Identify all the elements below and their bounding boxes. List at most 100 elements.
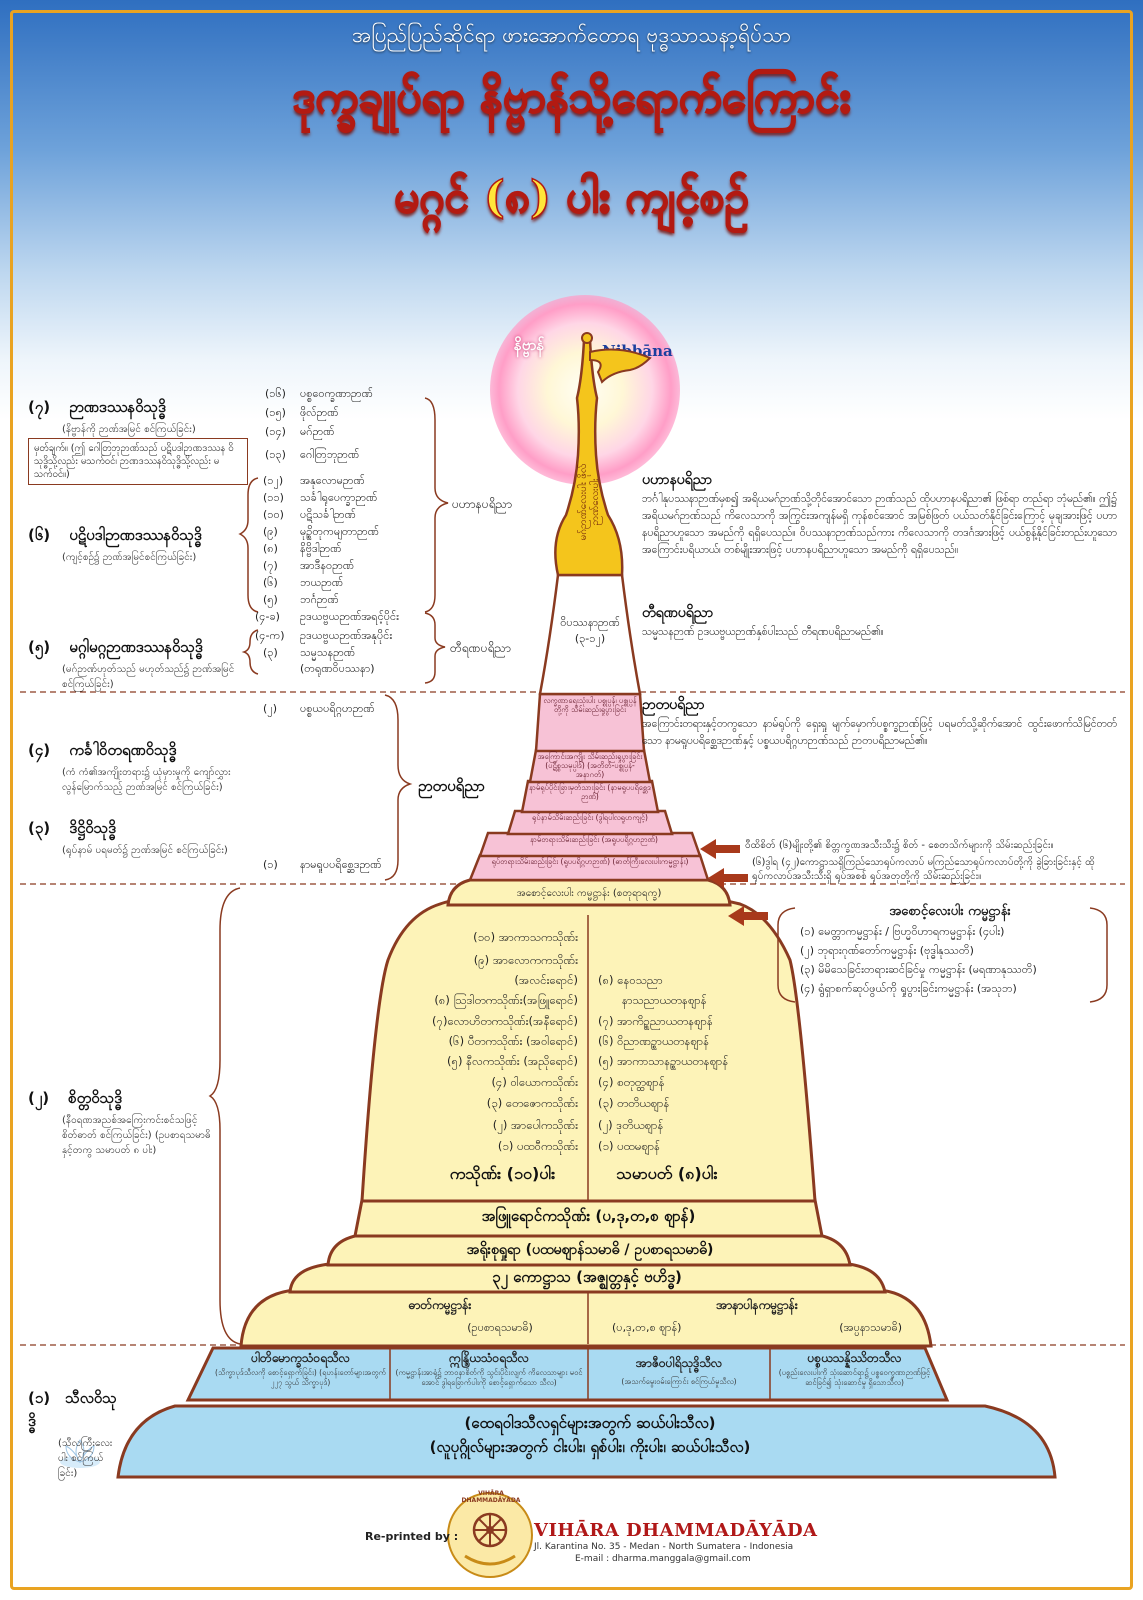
- insight-num: (၁၅): [265, 406, 286, 419]
- insight-num: (၁): [263, 858, 278, 871]
- samapatti-item: (၂) ဒုတိယဈာန်: [598, 1118, 664, 1132]
- lotus-icon: [60, 1439, 100, 1468]
- sila-ajiva: အာဇီဝပါရိသုဒ္ဓိသီလ (အသက်မွေးဝမ်းကြောင်း …: [590, 1355, 768, 1387]
- insight-num: (၁၀): [263, 508, 284, 521]
- sila-desc: (ပစ္စည်းလေးပါးကို သုံးဆောင်ရာ၌ ပစ္စဝေက္ခ…: [778, 1368, 931, 1387]
- stage-name: သီလဝိသုဒ္ဓိ: [28, 1389, 117, 1430]
- base-left-sub: (ဥပစာရသမာဓိ): [467, 1321, 533, 1334]
- kasina-header: ကသိုဏ်း (၁၀)ပါး: [449, 1164, 556, 1183]
- guardians-tier-label: အစောင့်လေးပါး ကမ္မဋ္ဌာန်း (စတုရာရက္ခ): [516, 888, 662, 899]
- stage-7: (၇) ဉာဏဒဿနဝိသုဒ္ဓိ (နိဗ္ဗာန်ကို ဉာဏ်အမြင…: [28, 397, 196, 437]
- stage-desc: (ရုပ်နာမ် ပရမတ်၌ ဉာဏ်အမြင် စင်ကြယ်ခြင်း): [62, 845, 228, 856]
- section-title: ဉာတပရိညာ: [642, 697, 705, 713]
- stage-num: (၆): [28, 526, 51, 544]
- kasina-item: (၁၀) အာကာသကသိုဏ်း: [473, 930, 578, 944]
- insight-label: ပစ္စဝေက္ခဏာဉာဏ်: [300, 387, 373, 400]
- insight-num: (၉): [263, 525, 278, 538]
- stage-3: (၃) ဒိဋ္ဌိဝိသုဒ္ဓိ (ရုပ်နာမ် ပရမတ်၌ ဉာဏ်…: [28, 818, 243, 858]
- nibbana-label-my: နိဗ္ဗာန်: [514, 336, 545, 354]
- vipassana-label: ဝိပဿနာဉာဏ် (၃-၁၂): [560, 616, 620, 645]
- guardians-title: အစောင့်လေးပါး ကမ္မဋ္ဌာန်း: [889, 904, 1011, 919]
- base-right-sub2: (အပ္ပနာသမာဓိ): [839, 1321, 902, 1334]
- section-text: သမ္မသနဉာဏ် ဥဒယဗ္ဗယဉာဏ်နှစ်ပါးသည် တီရဏပရိ…: [642, 626, 884, 638]
- insight-num: (၃): [263, 646, 278, 659]
- insight-label: ဖိုလ်ဉာဏ်: [300, 406, 339, 419]
- stage-desc: (ကံ ကံ၏အကျိုးတရား၌ ယုံမှားမှုကို ကျော်လွ…: [62, 767, 231, 793]
- arrow-note-2: (၆)ဒွါရ (၄၂)ကောဋ္ဌာသရှိကြည်သောရုပ်ကလာပ် …: [752, 857, 1095, 882]
- sila-desc: (အသက်မွေးဝမ်းကြောင်း စင်ကြယ်မှုသီလ): [621, 1377, 737, 1386]
- guardian-item: (၂) ဘုရားဂုဏ်တော်ကမ္မဋ္ဌာန်း (ဗုဒ္ဓါနုဿတ…: [800, 944, 974, 957]
- samapatti-header: သမာပတ် (၈)ပါး: [616, 1164, 718, 1183]
- section-text: ဘင်္ဂါနုပဿနာဉာဏ်မှစ၍ အရိယမဂ်ဉာဏ်သို့တိုင…: [642, 493, 1117, 556]
- org-name: VIHĀRA DHAMMADĀYĀDA: [534, 1520, 818, 1541]
- insight-label: ပစ္စယပရိဂ္ဂဟဉာဏ်: [300, 702, 375, 715]
- sila-base: [116, 1404, 1057, 1479]
- insight-num: (၆): [263, 576, 278, 589]
- stage-num: (၃): [28, 819, 51, 837]
- org-email: E-mail : dharma.manggala@gmail.com: [575, 1554, 751, 1564]
- kasina-item: (၆) ပီတကသိုဏ်း (အဝါရောင်): [448, 1034, 578, 1048]
- stage-name: စိတ္တဝိသုဒ္ဓိ: [68, 1089, 122, 1107]
- sila-desc: (ကမ္မဋ္ဌာန်းအာရုံ၌ ဘာဝနာစိတ်ကို သွင်းပို…: [395, 1368, 583, 1387]
- kasina-item: (၇)လောဟိတကသိုဏ်း(အနီရောင်): [432, 1014, 578, 1028]
- brace-label-nata: ဉာတပရိညာ: [418, 777, 485, 795]
- sila-patimokkha: ပါတိမောက္ခသံဝရသီလ (သိက္ခာပုဒ်သီလကို စောင…: [213, 1350, 388, 1388]
- spire-text: မဂ်ဉာဏ်လေးပါး ဖိုလ်ဉာဏ်လေးပါး: [578, 463, 601, 541]
- section-text: အကြောင်းတရားနှင့်တကွသော နာမ်ရုပ်ကို ရှေး…: [642, 718, 1117, 747]
- stage-num: (၄): [28, 741, 51, 759]
- stage-1: (၁) သီလဝိသုဒ္ဓိ (သီလကြီးလေးပါး စင်ကြယ်ခြ…: [28, 1388, 118, 1481]
- guardians-box: အစောင့်လေးပါး ကမ္မဋ္ဌာန်း (၁) မေတ္တာကမ္မ…: [800, 903, 1100, 998]
- header-title-line2: မဂ္ဂင် (၈) ပါး ကျင့်စဉ်: [393, 171, 749, 224]
- pink-tier-label: ရုပ်တရားသိမ်းဆည်းခြင်း (ရူပပရိဂ္ဂဟဉာဏ်) …: [491, 857, 689, 866]
- insight-num: (၂): [263, 702, 277, 715]
- kasina-item: (၈) ဩဒါတကသိုဏ်း(အဖြူရောင်): [434, 993, 578, 1007]
- insight-label: နာမရူပပရိစ္ဆေဒဉာဏ်: [300, 858, 382, 871]
- insight-num: (၄-ခ): [255, 610, 280, 623]
- stage-4: (၄) ကင်္ခါဝိတရဏဝိသုဒ္ဓိ (ကံ ကံ၏အကျိုးတရာ…: [28, 740, 243, 795]
- tier-32-label: ၃၂ ကောဋ္ဌာသ (အဇ္ဈတ္တနှင့် ဗဟိဒ္ဓ): [492, 1268, 682, 1286]
- section-title: တီရဏပရိညာ: [642, 605, 714, 621]
- logo-ring-text: VIHĀRA DHAMMADĀYĀDA: [461, 1490, 521, 1504]
- kasina-item: (အလင်းရောင်): [514, 973, 578, 987]
- arrow-icon: [708, 868, 748, 888]
- insight-label: ဥဒယဗ္ဗယဉာဏ်အရင့်ပိုင်း: [300, 610, 399, 623]
- stage-name: မဂ္ဂါမဂ္ဂဉာဏဒဿနဝိသုဒ္ဓိ: [69, 638, 203, 656]
- pink-tier-label: နာမ်ရုပ်ပိုင်းခြားမှတ်သားခြင်း (နာမရူပပရ…: [529, 783, 651, 801]
- stage-name: ဒိဋ္ဌိဝိသုဒ္ဓိ: [69, 819, 116, 837]
- brace-label-tirana: တီရဏပရိညာ: [450, 641, 511, 655]
- insight-num: (၁၆): [265, 387, 286, 400]
- insight-num: (၈): [263, 542, 278, 555]
- insight-num: (၁၃): [265, 448, 286, 461]
- stage-num: (၁): [28, 1389, 51, 1407]
- sila-paccaya: ပစ္စယသန္နိဿိတသီလ (ပစ္စည်းလေးပါးကို သုံးဆ…: [772, 1350, 937, 1388]
- stage-num: (၇): [28, 398, 51, 416]
- guardian-item: (၃) မိမိသေခြင်းတရားဆင်ခြင်မှု ကမ္မဋ္ဌာန်…: [800, 963, 1037, 976]
- pink-tier-label: အကြောင်းအကျိုး သိမ်းဆည်းရှုပွားခြင်း (ပဋ…: [537, 752, 643, 779]
- reprinted-label: Re-printed by :: [365, 1530, 459, 1543]
- tier-breath-label: အရိုးစုရှုရာ (ပထမဈာန်သမာဓိ / ဥပစာရသမာဓိ): [466, 1242, 714, 1258]
- guardian-item: (၁) မေတ္တာကမ္မဋ္ဌာန်း / ဗြဟ္မဝိဟာရကမ္မဋ္…: [800, 925, 1005, 938]
- header-supertitle: အပြည်ပြည်ဆိုင်ရာ ဖားအောက်တောရ ဗုဒ္ဓသာသနာ…: [351, 23, 792, 47]
- insight-label: ဘယဉာဏ်: [300, 576, 343, 589]
- stage-6: (၆) ပဋိပဒါဉာဏဒဿနဝိသုဒ္ဓိ (ကျင့်စဉ်၌ ဉာဏ်…: [28, 525, 248, 565]
- sila-title: အာဇီဝပါရိသုဒ္ဓိသီလ: [635, 1356, 723, 1370]
- guardian-item: (၄) ရွံရှာစက်ဆုပ်ဖွယ်ကို ရှုပွားခြင်းကမ္…: [800, 982, 1017, 995]
- stage-desc: (မဂ်ဉာဏ်ဟုတ်သည် မဟုတ်သည်၌ ဉာဏ်အမြင်စင်ကြ…: [62, 664, 235, 690]
- arrow-icon: [728, 906, 768, 926]
- insight-label: ဂေါတြဘုဉာဏ်: [300, 448, 360, 461]
- stage-desc: (နီဝရဏအညစ်အကြေးကင်းစင်သဖြင့် စိတ်ဓာတ် စင…: [62, 1115, 211, 1156]
- section-pahana: ပဟာနပရိညာ ဘင်္ဂါနုပဿနာဉာဏ်မှစ၍ အရိယမဂ်ဉာ…: [642, 470, 1117, 559]
- kasina-item: (၂) အာပေါကသိုဏ်း: [492, 1118, 578, 1132]
- stage-name: ပဋိပဒါဉာဏဒဿနဝိသုဒ္ဓိ: [69, 526, 202, 544]
- brace-label-pahana: ပဟာနပရိညာ: [452, 497, 512, 511]
- insight-label: နိဗ္ဗိဒါဉာဏ်: [300, 542, 342, 555]
- kasina-item: (၁) ပထဝီကသိုဏ်း: [497, 1139, 578, 1153]
- insight-label: အနုလောမဉာဏ်: [300, 474, 365, 487]
- samapatti-item: (၁) ပထမဈာန်: [598, 1139, 661, 1153]
- sila-desc: (သိက္ခာပုဒ်သီလကို စောင့်ရှောက်ခြင်း) (ရဟ…: [215, 1368, 386, 1387]
- base-left-title: ဓာတ်ကမ္မဋ္ဌာန်း: [408, 1298, 472, 1312]
- stage-desc: (သီလကြီးလေးပါး စင်ကြယ်ခြင်း): [58, 1438, 113, 1479]
- insight-label: မုဉ္စိတုကမျတာဉာဏ်: [300, 525, 379, 538]
- arrow-icon: [700, 839, 740, 859]
